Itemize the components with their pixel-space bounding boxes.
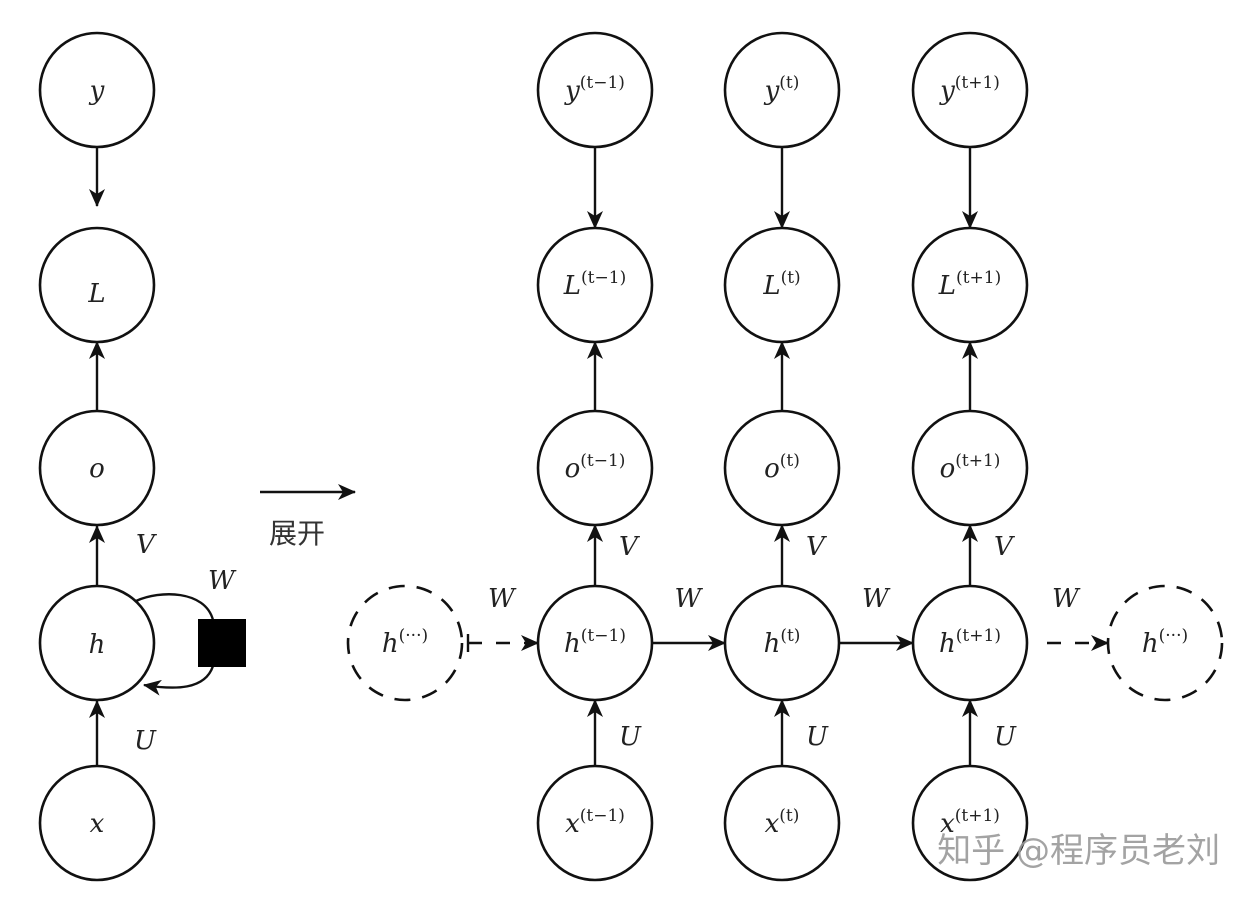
node-label: y(t) [764,73,800,106]
node-label: L(t−1) [563,268,626,301]
node-L: L(t+1) [911,226,1029,344]
delay-square [198,619,246,667]
node-y: y(t) [723,31,841,149]
edge-label-W: W [1052,584,1081,614]
node-label: o(t+1) [940,451,1001,484]
edge-label-U: U [619,722,642,752]
node-h: h(t+1) [911,584,1029,702]
node-label: h(···) [1142,626,1188,659]
edge-label-U: U [134,726,157,756]
node-label: h(t) [764,626,801,659]
edge-h-recurrent-bottom [143,665,215,696]
node-label: o [89,454,105,484]
edge-label-V: V [619,532,640,562]
node-o: o(t+1) [911,409,1029,527]
timestep-column: y(t−1) L(t−1) o(t−1) h(t−1) x(t−1) [536,31,654,882]
node-label: o(t) [764,451,800,484]
node-h: h(t−1) [536,584,654,702]
node-x: x [38,764,156,882]
node-h: h [38,584,156,702]
edge-label-U: U [994,722,1017,752]
edge-h-recurrent-top [135,593,215,621]
edge-label-V: V [136,530,157,560]
node-label: L(t) [762,268,800,301]
node-label: y(t−1) [564,73,625,106]
node-y: y [38,31,156,149]
node-label: h(t−1) [564,626,626,659]
node-label: x(t) [765,806,800,839]
edge-label-W: W [675,584,704,614]
timestep-column: y(t) L(t) o(t) h(t) x(t) [723,31,841,882]
node-label: x [90,809,105,839]
unfold-label: 展开 [269,517,325,550]
node-o: o(t) [723,409,841,527]
edge-label-U: U [806,722,829,752]
unrolled-rnn: y(t−1) L(t−1) o(t−1) h(t−1) x(t−1) V Uy(t) L(t)… [346,31,1224,882]
node-y: y(t−1) [536,31,654,149]
timestep-column: y(t+1) L(t+1) o(t+1) h(t+1) x(t+1) [911,31,1029,882]
node-label: L(t+1) [938,268,1001,301]
watermark: 知乎 @程序员老刘 [937,831,1220,871]
node-label: o(t−1) [565,451,626,484]
node-L: L(t) [723,226,841,344]
edge-label-V: V [806,532,827,562]
node-o: o [38,409,156,527]
node-label: h [89,630,106,660]
node-label: y [89,76,105,106]
node-L: L [38,226,156,344]
edge-label-W: W [862,584,891,614]
node-label: L [87,279,105,309]
folded-rnn: y L o h x V U W [38,31,246,882]
node-x: x(t) [723,764,841,882]
node-h-boundary-right: h(···) [1106,584,1224,702]
node-label: h(t+1) [939,626,1001,659]
node-h: h(t) [723,584,841,702]
node-label: x(t+1) [940,806,1000,839]
node-label: y(t+1) [939,73,1000,106]
node-label: x(t−1) [565,806,625,839]
node-o: o(t−1) [536,409,654,527]
node-x: x(t−1) [536,764,654,882]
node-label: h(···) [382,626,428,659]
node-y: y(t+1) [911,31,1029,149]
node-L: L(t−1) [536,226,654,344]
unfold-arrow: 展开 [260,484,356,550]
node-h-boundary-left: h(···) [346,584,464,702]
node-x: x(t+1) [911,764,1029,882]
edge-label-W: W [208,566,237,596]
edge-label-W: W [488,584,517,614]
edge-label-V: V [994,532,1015,562]
